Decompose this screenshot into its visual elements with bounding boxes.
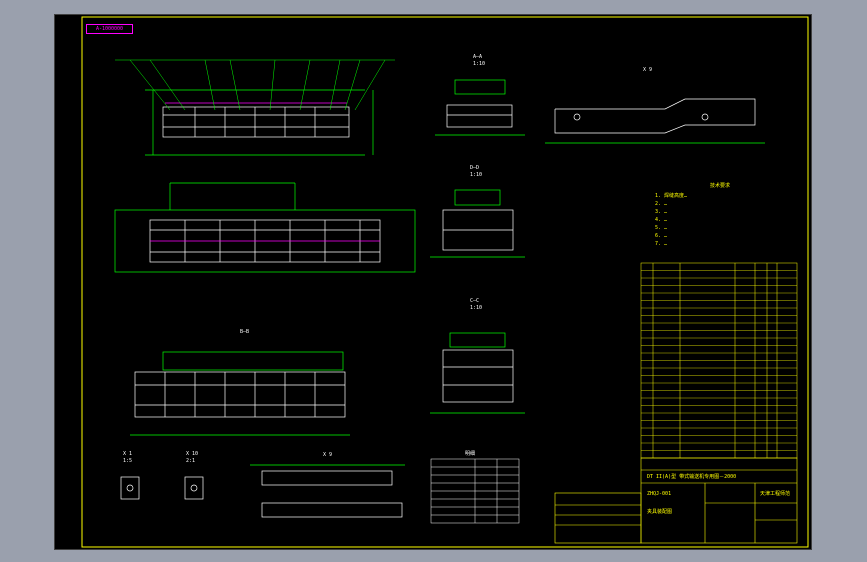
- drawing-frame: [81, 16, 809, 548]
- detail-x9-bottom: [250, 464, 405, 518]
- tech-requirement-item: 5. …: [655, 225, 668, 231]
- section-cc-scale: 1:10: [470, 305, 483, 311]
- detail-x9-top: [545, 98, 765, 144]
- detail-x9-top-label: X 9: [643, 67, 653, 73]
- tech-requirement-item: 4. …: [655, 217, 668, 223]
- main-elevation-view: [145, 89, 374, 156]
- leader-lines-top: [115, 59, 395, 111]
- small-details: [120, 476, 204, 500]
- drawing-sheet: A-1000000: [54, 14, 812, 550]
- small-table: [430, 458, 520, 524]
- section-aa-scale: 1:10: [473, 61, 486, 67]
- sheet-tag: A-1000000: [86, 24, 133, 34]
- detail-x9-bottom-label: X 9: [323, 452, 333, 458]
- section-cc: [430, 332, 525, 414]
- tech-requirement-item: 1. 焊缝高度…: [655, 193, 688, 199]
- plan-view: [114, 182, 416, 273]
- section-aa: [435, 79, 525, 136]
- section-dd-scale: 1:10: [470, 172, 483, 178]
- section-dd-label: D—D: [470, 165, 480, 171]
- detail-x10-scale: 2:1: [186, 458, 196, 464]
- title-block-org: DT II(A)型 带式输送机专用图－2000: [647, 474, 737, 480]
- section-bb-label: B—B: [240, 329, 250, 335]
- title-block-drawing-title: 夹具装配图: [647, 509, 673, 515]
- tech-requirement-item: 7. …: [655, 241, 668, 247]
- tech-requirement-item: 3. …: [655, 209, 668, 215]
- section-aa-label: A—A: [473, 54, 483, 60]
- tech-requirement-item: 2. …: [655, 201, 668, 207]
- detail-x1-label: X 1: [123, 451, 133, 457]
- section-dd: [430, 189, 525, 258]
- title-block: [554, 457, 798, 544]
- detail-x10-label: X 10: [186, 451, 199, 457]
- small-table-heading: 明细: [465, 451, 476, 457]
- title-block-drawing-no: ZHQJ-001: [647, 491, 672, 497]
- detail-x1-scale: 1:5: [123, 458, 133, 464]
- parts-list-rows: [641, 270, 797, 451]
- section-cc-label: C—C: [470, 298, 480, 304]
- tech-requirements-heading: 技术要求: [710, 183, 731, 189]
- title-block-school: 天津工程师范: [760, 491, 791, 497]
- lower-elevation-view: [130, 351, 350, 436]
- drawing-canvas: [81, 16, 809, 548]
- tech-requirement-item: 6. …: [655, 233, 668, 239]
